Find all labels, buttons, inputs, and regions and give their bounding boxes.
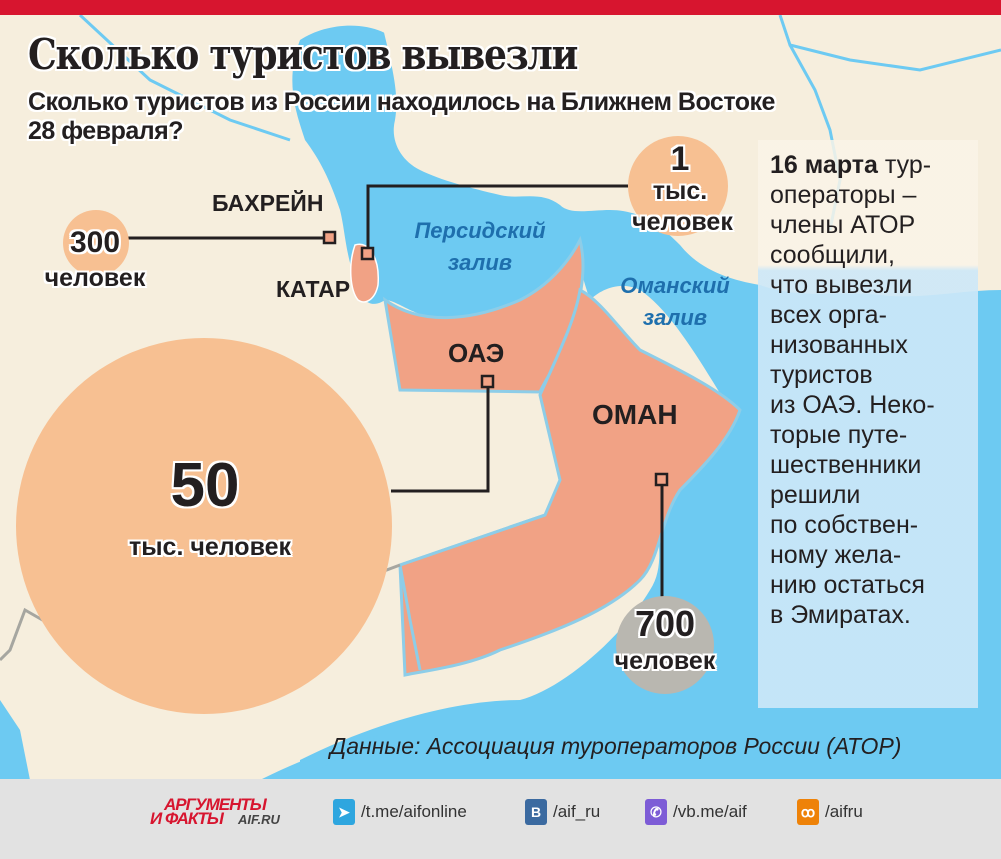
subtitle-line-2: 28 февраля? <box>28 117 183 145</box>
bahrain-unit: человек <box>44 264 146 292</box>
subtitle-line-1: Сколько туристов из России находилось на… <box>28 88 775 116</box>
viber-icon: ✆ <box>645 799 667 825</box>
bahrain-value: 300 <box>69 226 121 259</box>
bubble-qatar <box>628 136 728 236</box>
note-box: 16 марта тур- операторы – члены АТОР соо… <box>758 140 978 708</box>
label-persian-gulf: Персидский залив <box>414 218 546 275</box>
page-subtitle: Сколько туристов из России находилось на… <box>28 88 775 146</box>
telegram-icon: ➤ <box>333 799 355 825</box>
footer <box>0 779 1001 859</box>
label-gulf-of-oman: Оманский залив <box>620 273 730 330</box>
oman-unit: человек <box>614 647 716 675</box>
uae-value: 50 <box>170 451 240 520</box>
source-credit: Данные: Ассоциация туроператоров России … <box>330 733 902 759</box>
social-link-telegram[interactable]: ➤ /t.me/aifonline <box>333 797 467 827</box>
top-accent-bar <box>0 0 1001 15</box>
label-uae: ОАЭ <box>448 338 505 368</box>
vk-icon: B <box>525 799 547 825</box>
label-qatar: КАТАР <box>276 276 351 302</box>
bubble-oman <box>616 596 714 694</box>
label-oman: ОМАН <box>592 399 678 430</box>
label-bahrain: БАХРЕЙН <box>212 190 324 216</box>
bubble-bahrain <box>63 210 129 276</box>
bubble-uae <box>16 338 392 714</box>
qatar-unit-2: человек <box>632 208 733 236</box>
note-date: 16 марта <box>770 151 878 179</box>
qatar-unit-1: тыс. <box>652 177 708 205</box>
oman-value: 700 <box>634 603 696 644</box>
note-line-first: 16 марта тур- <box>770 151 932 179</box>
ok-icon: ꝏ <box>797 799 819 825</box>
uae-unit: тыс. человек <box>128 533 292 561</box>
page-title: Сколько туристов вывезли <box>28 30 578 79</box>
social-link-vk[interactable]: B /aif_ru <box>525 797 600 827</box>
social-link-viber[interactable]: ✆ /vb.me/aif <box>645 797 747 827</box>
qatar-value: 1 <box>670 140 690 178</box>
social-link-ok[interactable]: ꝏ /aifru <box>797 797 863 827</box>
aif-logo[interactable]: АРГУМЕНТЫ И ФАКТЫ AIF.RU <box>150 795 280 828</box>
